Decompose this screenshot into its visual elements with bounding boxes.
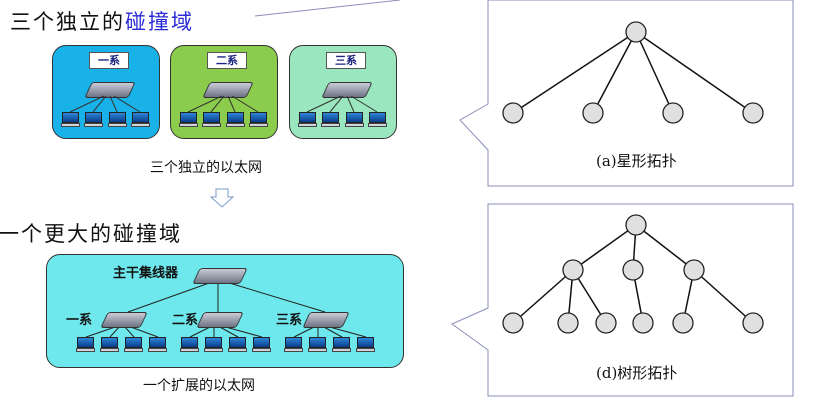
computer-icon	[298, 112, 317, 127]
star-leaf-node	[742, 102, 764, 124]
computer-icon	[124, 337, 143, 352]
heading-top-prefix: 三个独立的	[10, 10, 125, 34]
computer-icon	[76, 337, 95, 352]
lan-label-1: 一系	[89, 52, 129, 69]
tree-branch-node	[683, 259, 705, 281]
tree-topology-panel	[451, 203, 794, 397]
backbone-hub-label: 主干集线器	[113, 266, 179, 281]
star-topology-links	[512, 31, 754, 114]
lan-label-2: 二系	[207, 52, 247, 69]
heading-top-highlight: 碰撞域	[125, 10, 194, 34]
computer-icon	[368, 112, 387, 127]
star-leaf-node	[662, 102, 684, 124]
computer-icon	[84, 112, 103, 127]
computer-icon	[284, 337, 303, 352]
caption-extended-ethernet: 一个扩展的以太网	[143, 378, 255, 394]
computer-icon	[332, 337, 351, 352]
computer-icon	[204, 337, 223, 352]
star-topology-caption: (a)星形拓扑	[596, 152, 677, 170]
computer-icon	[61, 112, 80, 127]
computer-icon	[179, 112, 198, 127]
heading-separate-collision-domains: 三个独立的碰撞域	[10, 6, 194, 36]
computer-icon	[252, 337, 271, 352]
tree-leaf-node	[742, 312, 764, 334]
computer-icon	[345, 112, 364, 127]
tree-root-node	[625, 214, 647, 236]
computer-icon	[148, 337, 167, 352]
tree-topology-caption: (d)树形拓扑	[596, 364, 678, 382]
heading-larger-collision-domain: 一个更大的碰撞域	[0, 222, 182, 246]
computer-icon	[100, 337, 119, 352]
caption-separate-ethernets: 三个独立的以太网	[150, 160, 262, 176]
computer-icon	[202, 112, 221, 127]
tree-leaf-node	[672, 312, 694, 334]
computer-icon	[249, 112, 268, 127]
tree-branch-node	[562, 259, 584, 281]
computer-icon	[226, 112, 245, 127]
computer-icon	[108, 112, 127, 127]
lan-label-3: 三系	[326, 52, 366, 69]
computer-icon	[308, 337, 327, 352]
tree-leaf-node	[557, 312, 579, 334]
computer-icon	[356, 337, 375, 352]
lan-label-extended-3: 三系	[276, 313, 303, 328]
computer-icon	[228, 337, 247, 352]
computer-icon	[131, 112, 150, 127]
star-leaf-node	[502, 102, 524, 124]
star-topology-panel	[459, 0, 794, 187]
star-leaf-node	[582, 102, 604, 124]
computer-icon	[321, 112, 340, 127]
tree-leaf-node	[632, 312, 654, 334]
tree-leaf-node	[595, 312, 617, 334]
tree-branch-node	[622, 259, 644, 281]
computer-icon	[180, 337, 199, 352]
star-center-node	[625, 21, 647, 43]
lan-label-extended-1: 一系	[66, 313, 93, 328]
lan-label-extended-2: 二系	[172, 313, 199, 328]
tree-leaf-node	[502, 312, 524, 334]
